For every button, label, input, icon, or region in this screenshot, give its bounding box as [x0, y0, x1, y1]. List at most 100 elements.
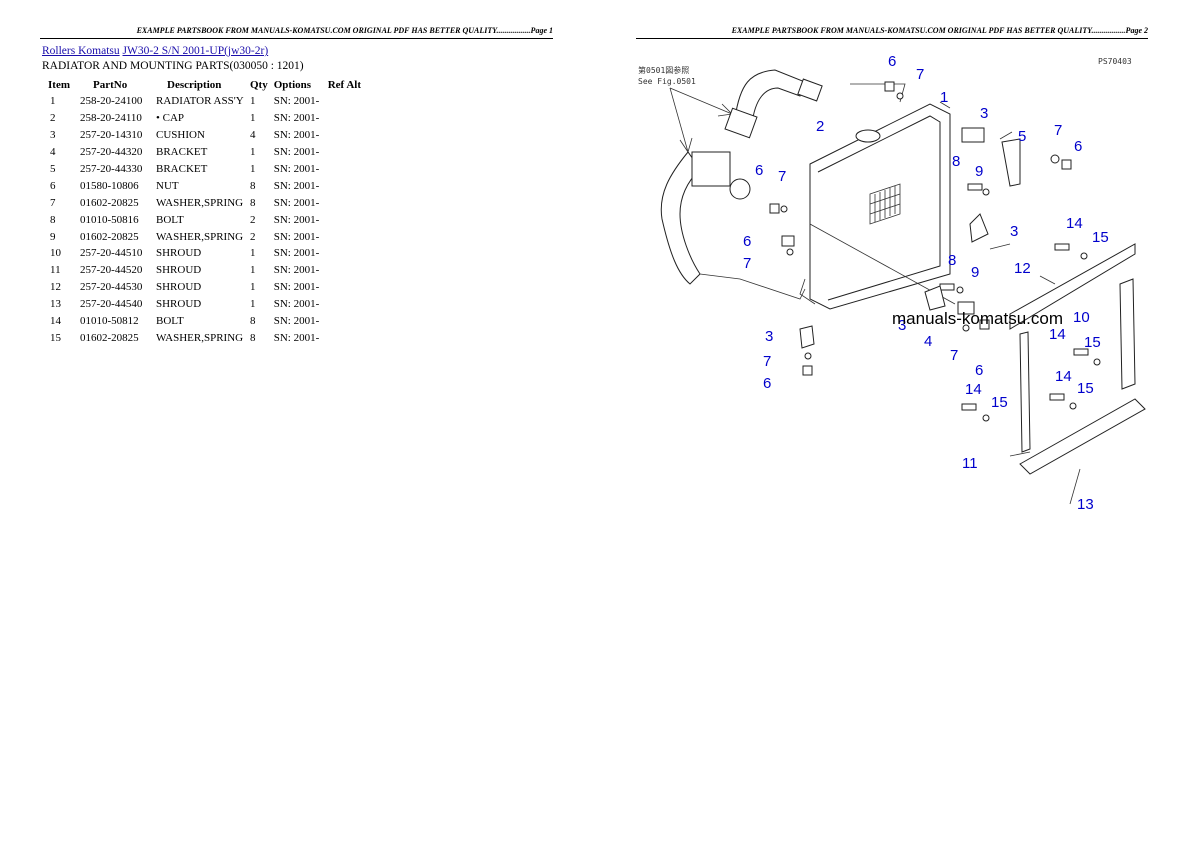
- callout-10: 10: [1073, 309, 1090, 326]
- cell-partno: 01602-20825: [80, 230, 139, 243]
- table-row: 6 01580-10806 NUT 8 SN: 2001-: [46, 177, 364, 194]
- cell-qty: 1: [250, 298, 256, 311]
- cell-partno: 01010-50812: [80, 315, 139, 328]
- callout-6e: 6: [975, 362, 983, 379]
- callout-1: 1: [940, 89, 948, 106]
- callout-6c: 6: [755, 162, 763, 179]
- radiator-core-grid: [869, 183, 901, 225]
- cell-item: 2: [50, 112, 56, 125]
- col-header-description: Description: [167, 78, 222, 91]
- table-header-row: Item PartNo Description Qty Options Ref …: [46, 76, 364, 93]
- callout-9b: 9: [971, 264, 979, 281]
- callout-4: 4: [924, 333, 932, 350]
- cell-item: 9: [50, 230, 56, 243]
- callout-3c: 3: [898, 317, 906, 334]
- cell-qty: 8: [250, 331, 256, 344]
- cell-description: WASHER,SPRING: [156, 331, 244, 344]
- cell-options: SN: 2001-: [273, 179, 320, 192]
- cell-item: 11: [50, 264, 61, 277]
- cell-qty: 1: [250, 163, 256, 175]
- cell-item: 12: [50, 281, 61, 294]
- cell-description: SHROUD: [156, 247, 202, 260]
- top-tank-leader: [850, 83, 906, 103]
- cell-item: 10: [50, 247, 61, 260]
- cell-description: BOLT: [156, 213, 184, 226]
- callout-6a: 6: [888, 53, 896, 70]
- callout-15b: 15: [1084, 334, 1101, 351]
- cell-ref-alt: [325, 313, 364, 330]
- cell-ref-alt: [325, 93, 364, 110]
- cell-options: SN: 2001-: [273, 264, 320, 277]
- page-header-left: EXAMPLE PARTSBOOK FROM MANUALS-KOMATSU.C…: [136, 26, 553, 35]
- cell-partno: 01602-20825: [80, 196, 139, 209]
- upper-hose-fitting: [724, 107, 758, 139]
- cell-options: SN: 2001-: [273, 95, 320, 108]
- cell-description: WASHER,SPRING: [156, 230, 244, 243]
- callout-14d: 14: [965, 381, 982, 398]
- cell-item: 1: [50, 95, 56, 108]
- cell-qty: 2: [250, 230, 256, 243]
- parts-table: Item PartNo Description Qty Options Ref …: [46, 76, 364, 346]
- cell-partno: 01010-50816: [80, 213, 139, 226]
- cell-item: 15: [50, 331, 61, 344]
- breadcrumb-link-rollers[interactable]: Rollers Komatsu: [42, 45, 120, 57]
- callout-8a: 8: [952, 153, 960, 170]
- callout-7d: 7: [743, 255, 751, 272]
- cell-qty: 8: [250, 179, 256, 192]
- callout-7a: 7: [916, 66, 924, 83]
- hardware-group: [769, 81, 1101, 422]
- col-header-partno: PartNo: [93, 78, 128, 91]
- cell-options: SN: 2001-: [273, 281, 320, 294]
- callout-9a: 9: [975, 163, 983, 180]
- cell-options: SN: 2001-: [273, 298, 320, 311]
- callout-6d: 6: [743, 233, 751, 250]
- cell-options: SN: 2001-: [273, 112, 320, 125]
- cell-qty: 2: [250, 213, 256, 226]
- page-header-right: EXAMPLE PARTSBOOK FROM MANUALS-KOMATSU.C…: [731, 26, 1148, 35]
- radiator-cap: [855, 129, 881, 143]
- col-header-item: Item: [48, 78, 70, 91]
- cell-qty: 1: [250, 247, 256, 260]
- cell-description: CUSHION: [156, 129, 205, 142]
- ref-arrow-2: [669, 87, 733, 117]
- cell-options: SN: 2001-: [273, 230, 320, 243]
- callout-12: 12: [1014, 260, 1031, 277]
- cell-description: SHROUD: [156, 298, 202, 311]
- cell-item: 14: [50, 315, 61, 328]
- breadcrumb-link-model[interactable]: JW30-2 S/N 2001-UP(jw30-2r): [122, 45, 269, 57]
- cell-partno: 257-20-44520: [80, 264, 143, 277]
- lower-hose: [660, 151, 701, 285]
- water-pump-housing: [691, 151, 731, 187]
- cell-description: • CAP: [156, 112, 184, 125]
- cell-partno: 257-20-44510: [80, 247, 143, 260]
- cell-ref-alt: [325, 110, 364, 127]
- cell-ref-alt: [325, 279, 364, 296]
- cell-qty: 8: [250, 315, 256, 328]
- cell-partno: 01580-10806: [80, 179, 139, 192]
- table-row: 9 01602-20825 WASHER,SPRING 2 SN: 2001-: [46, 228, 364, 245]
- cell-ref-alt: [325, 194, 364, 211]
- cell-partno: 257-20-44540: [80, 298, 143, 311]
- cell-ref-alt: [325, 296, 364, 313]
- callout-7c: 7: [778, 168, 786, 185]
- diagram-code: PS70403: [1098, 57, 1132, 66]
- cell-options: SN: 2001-: [273, 315, 320, 328]
- cell-ref-alt: [325, 177, 364, 194]
- callout-14b: 14: [1049, 326, 1066, 343]
- cell-description: NUT: [156, 179, 179, 192]
- callout-15d: 15: [991, 394, 1008, 411]
- cell-options: SN: 2001-: [273, 163, 320, 175]
- cell-item: 6: [50, 179, 56, 192]
- cell-options: SN: 2001-: [273, 247, 320, 260]
- cell-item: 5: [50, 163, 56, 175]
- callout-6b: 6: [1074, 138, 1082, 155]
- breadcrumb: Rollers Komatsu JW30-2 S/N 2001-UP(jw30-…: [42, 45, 268, 57]
- cell-ref-alt: [325, 329, 364, 346]
- cell-qty: 1: [250, 146, 256, 159]
- cell-item: 8: [50, 213, 56, 226]
- callout-7e: 7: [950, 347, 958, 364]
